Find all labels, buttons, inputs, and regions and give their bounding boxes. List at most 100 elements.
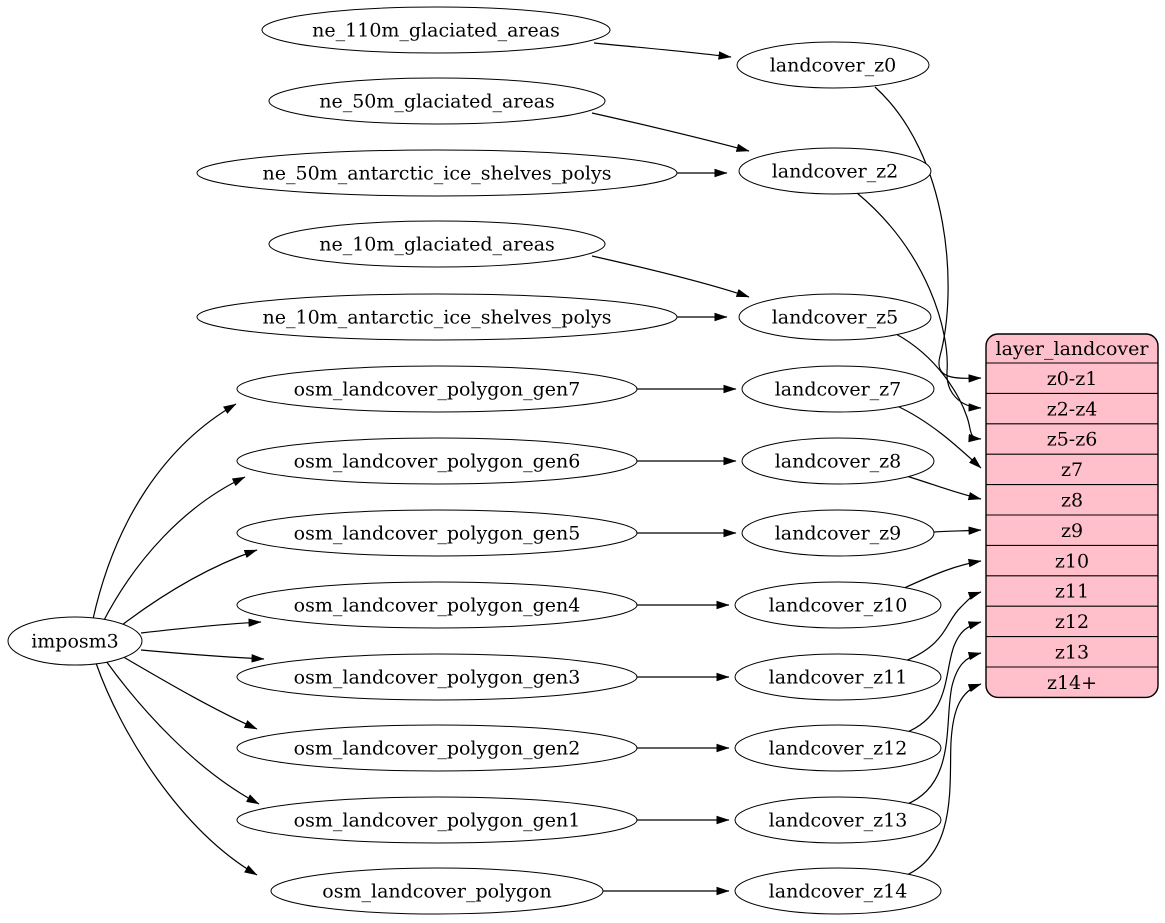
edge-landcover_z12-to-layer_landcover-z12	[904, 621, 982, 734]
node-osm_landcover_polygon_gen5: osm_landcover_polygon_gen5	[236, 509, 638, 557]
node-osm_landcover_polygon_gen2-label: osm_landcover_polygon_gen2	[294, 738, 581, 760]
node-landcover_z7: landcover_z7	[741, 365, 935, 413]
table-row-z10: z10	[1055, 550, 1089, 572]
edge-imposm3-to-osm_landcover_polygon_gen6	[102, 476, 246, 623]
edge-landcover_z13-to-layer_landcover-z13	[904, 651, 982, 806]
edge-imposm3-to-osm_landcover_polygon_gen5	[117, 549, 258, 629]
node-osm_landcover_polygon_gen3-shape	[236, 653, 638, 701]
node-osm_landcover_polygon_gen7-shape	[236, 365, 638, 413]
node-ne_110m_glaciated_areas-shape	[261, 6, 611, 54]
edge-landcover_z7-to-layer_landcover-z7	[894, 404, 982, 469]
table-row-z7: z7	[1061, 459, 1083, 481]
table-layer_landcover: layer_landcover z0-z1 z2-z4 z5-z6 z7 z8 z9 z10 z…	[985, 333, 1159, 699]
node-osm_landcover_polygon_gen3-label: osm_landcover_polygon_gen3	[294, 667, 581, 689]
node-landcover_z5-label: landcover_z5	[772, 307, 899, 329]
edge-landcover_z8-to-layer_landcover-z8	[902, 474, 982, 501]
node-imposm3: imposm3	[7, 616, 143, 666]
node-landcover_z14-shape	[734, 867, 942, 915]
edge-landcover_z9-to-layer_landcover-z9	[933, 526, 982, 535]
node-ne_50m_glaciated_areas-label: ne_50m_glaciated_areas	[319, 91, 555, 113]
node-landcover_z2: landcover_z2	[738, 147, 932, 195]
table-row-z11: z11	[1055, 581, 1089, 603]
node-osm_landcover_polygon_gen5-label: osm_landcover_polygon_gen5	[294, 523, 581, 545]
node-landcover_z12-shape	[734, 724, 942, 772]
node-landcover_z12: landcover_z12	[734, 724, 942, 772]
edge-imposm3-to-osm_landcover_polygon_gen4	[140, 618, 262, 634]
node-osm_landcover_polygon_gen4-label: osm_landcover_polygon_gen4	[294, 595, 581, 617]
node-ne_50m_antarctic_ice_shelves_polys-shape	[196, 149, 678, 197]
edge-landcover_z0-to-layer_landcover-z0-z1	[874, 86, 982, 383]
node-landcover_z0-shape	[736, 41, 930, 89]
node-landcover_z7-shape	[741, 365, 935, 413]
node-ne_10m_antarctic_ice_shelves_polys: ne_10m_antarctic_ice_shelves_polys	[196, 293, 678, 341]
node-landcover_z9-label: landcover_z9	[775, 523, 902, 545]
node-landcover_z14: landcover_z14	[734, 867, 942, 915]
node-landcover_z0: landcover_z0	[736, 41, 930, 89]
edge-landcover_z11-to-layer_landcover-z11	[904, 591, 982, 662]
node-ne_110m_glaciated_areas: ne_110m_glaciated_areas	[261, 6, 611, 54]
edge-landcover_z5-to-layer_landcover-z5-z6	[895, 333, 982, 443]
node-landcover_z8-shape	[741, 437, 935, 485]
node-landcover_z13: landcover_z13	[734, 796, 942, 844]
node-landcover_z12-label: landcover_z12	[769, 738, 908, 760]
node-osm_landcover_polygon-label: osm_landcover_polygon	[322, 881, 551, 903]
node-landcover_z13-label: landcover_z13	[769, 810, 908, 832]
node-osm_landcover_polygon_gen2-shape	[236, 724, 638, 772]
node-osm_landcover_polygon_gen4: osm_landcover_polygon_gen4	[236, 581, 638, 629]
node-landcover_z7-label: landcover_z7	[775, 379, 902, 401]
node-landcover_z11: landcover_z11	[734, 653, 942, 701]
node-ne_10m_glaciated_areas-shape	[268, 220, 606, 268]
node-ne_50m_glaciated_areas-shape	[268, 77, 606, 125]
node-landcover_z5-shape	[738, 293, 932, 341]
node-osm_landcover_polygon_gen7-label: osm_landcover_polygon_gen7	[294, 379, 581, 401]
node-landcover_z9-shape	[741, 509, 935, 557]
node-landcover_z11-label: landcover_z11	[769, 667, 908, 689]
edge-ne_50m_glaciated_areas-to-landcover_z2	[591, 112, 750, 152]
table-row-z0-z1: z0-z1	[1047, 368, 1098, 390]
table-row-z12: z12	[1055, 611, 1089, 633]
node-osm_landcover_polygon: osm_landcover_polygon	[270, 867, 604, 915]
node-imposm3-shape	[7, 616, 143, 666]
node-landcover_z10-shape	[734, 581, 942, 629]
node-ne_50m_antarctic_ice_shelves_polys: ne_50m_antarctic_ice_shelves_polys	[196, 149, 678, 197]
node-landcover_z2-shape	[738, 147, 932, 195]
node-landcover_z0-label: landcover_z0	[770, 55, 897, 77]
edge-imposm3-to-osm_landcover_polygon_gen2	[119, 654, 258, 730]
node-landcover_z8-label: landcover_z8	[775, 451, 902, 473]
edge-imposm3-to-osm_landcover_polygon_gen3	[140, 649, 265, 663]
node-osm_landcover_polygon_gen6-shape	[236, 437, 638, 485]
node-osm_landcover_polygon_gen6-label: osm_landcover_polygon_gen6	[294, 451, 581, 473]
edge-imposm3-to-osm_landcover_polygon_gen1	[105, 660, 260, 805]
node-ne_10m_antarctic_ice_shelves_polys-shape	[196, 293, 678, 341]
node-landcover_z14-label: landcover_z14	[769, 881, 908, 903]
table-row-z2-z4: z2-z4	[1047, 398, 1098, 420]
edge-landcover_z10-to-layer_landcover-z10	[901, 558, 982, 590]
edge-imposm3-to-osm_landcover_polygon	[95, 662, 258, 876]
node-osm_landcover_polygon_gen7: osm_landcover_polygon_gen7	[236, 365, 638, 413]
table-header: layer_landcover	[996, 338, 1150, 360]
node-osm_landcover_polygon_gen5-shape	[236, 509, 638, 557]
edge-landcover_z14-to-layer_landcover-z14+	[901, 683, 982, 878]
node-ne_50m_antarctic_ice_shelves_polys-label: ne_50m_antarctic_ice_shelves_polys	[263, 163, 612, 185]
node-imposm3-label: imposm3	[31, 631, 119, 653]
edge-ne_110m_glaciated_areas-to-landcover_z0	[593, 42, 732, 60]
node-ne_110m_glaciated_areas-label: ne_110m_glaciated_areas	[312, 20, 560, 42]
node-osm_landcover_polygon_gen1: osm_landcover_polygon_gen1	[236, 796, 638, 844]
table-row-z13: z13	[1055, 641, 1089, 663]
node-landcover_z9: landcover_z9	[741, 509, 935, 557]
table-row-z9: z9	[1061, 520, 1083, 542]
edge-ne_10m_glaciated_areas-to-landcover_z5	[591, 255, 750, 298]
node-ne_50m_glaciated_areas: ne_50m_glaciated_areas	[268, 77, 606, 125]
node-osm_landcover_polygon_gen2: osm_landcover_polygon_gen2	[236, 724, 638, 772]
node-landcover_z10: landcover_z10	[734, 581, 942, 629]
table-row-z8: z8	[1061, 489, 1083, 511]
edge-imposm3-to-osm_landcover_polygon_gen7	[92, 403, 237, 620]
table-row-z5-z6: z5-z6	[1047, 429, 1098, 451]
node-osm_landcover_polygon_gen3: osm_landcover_polygon_gen3	[236, 653, 638, 701]
node-osm_landcover_polygon_gen1-label: osm_landcover_polygon_gen1	[294, 810, 581, 832]
node-landcover_z10-label: landcover_z10	[769, 595, 908, 617]
node-landcover_z8: landcover_z8	[741, 437, 935, 485]
